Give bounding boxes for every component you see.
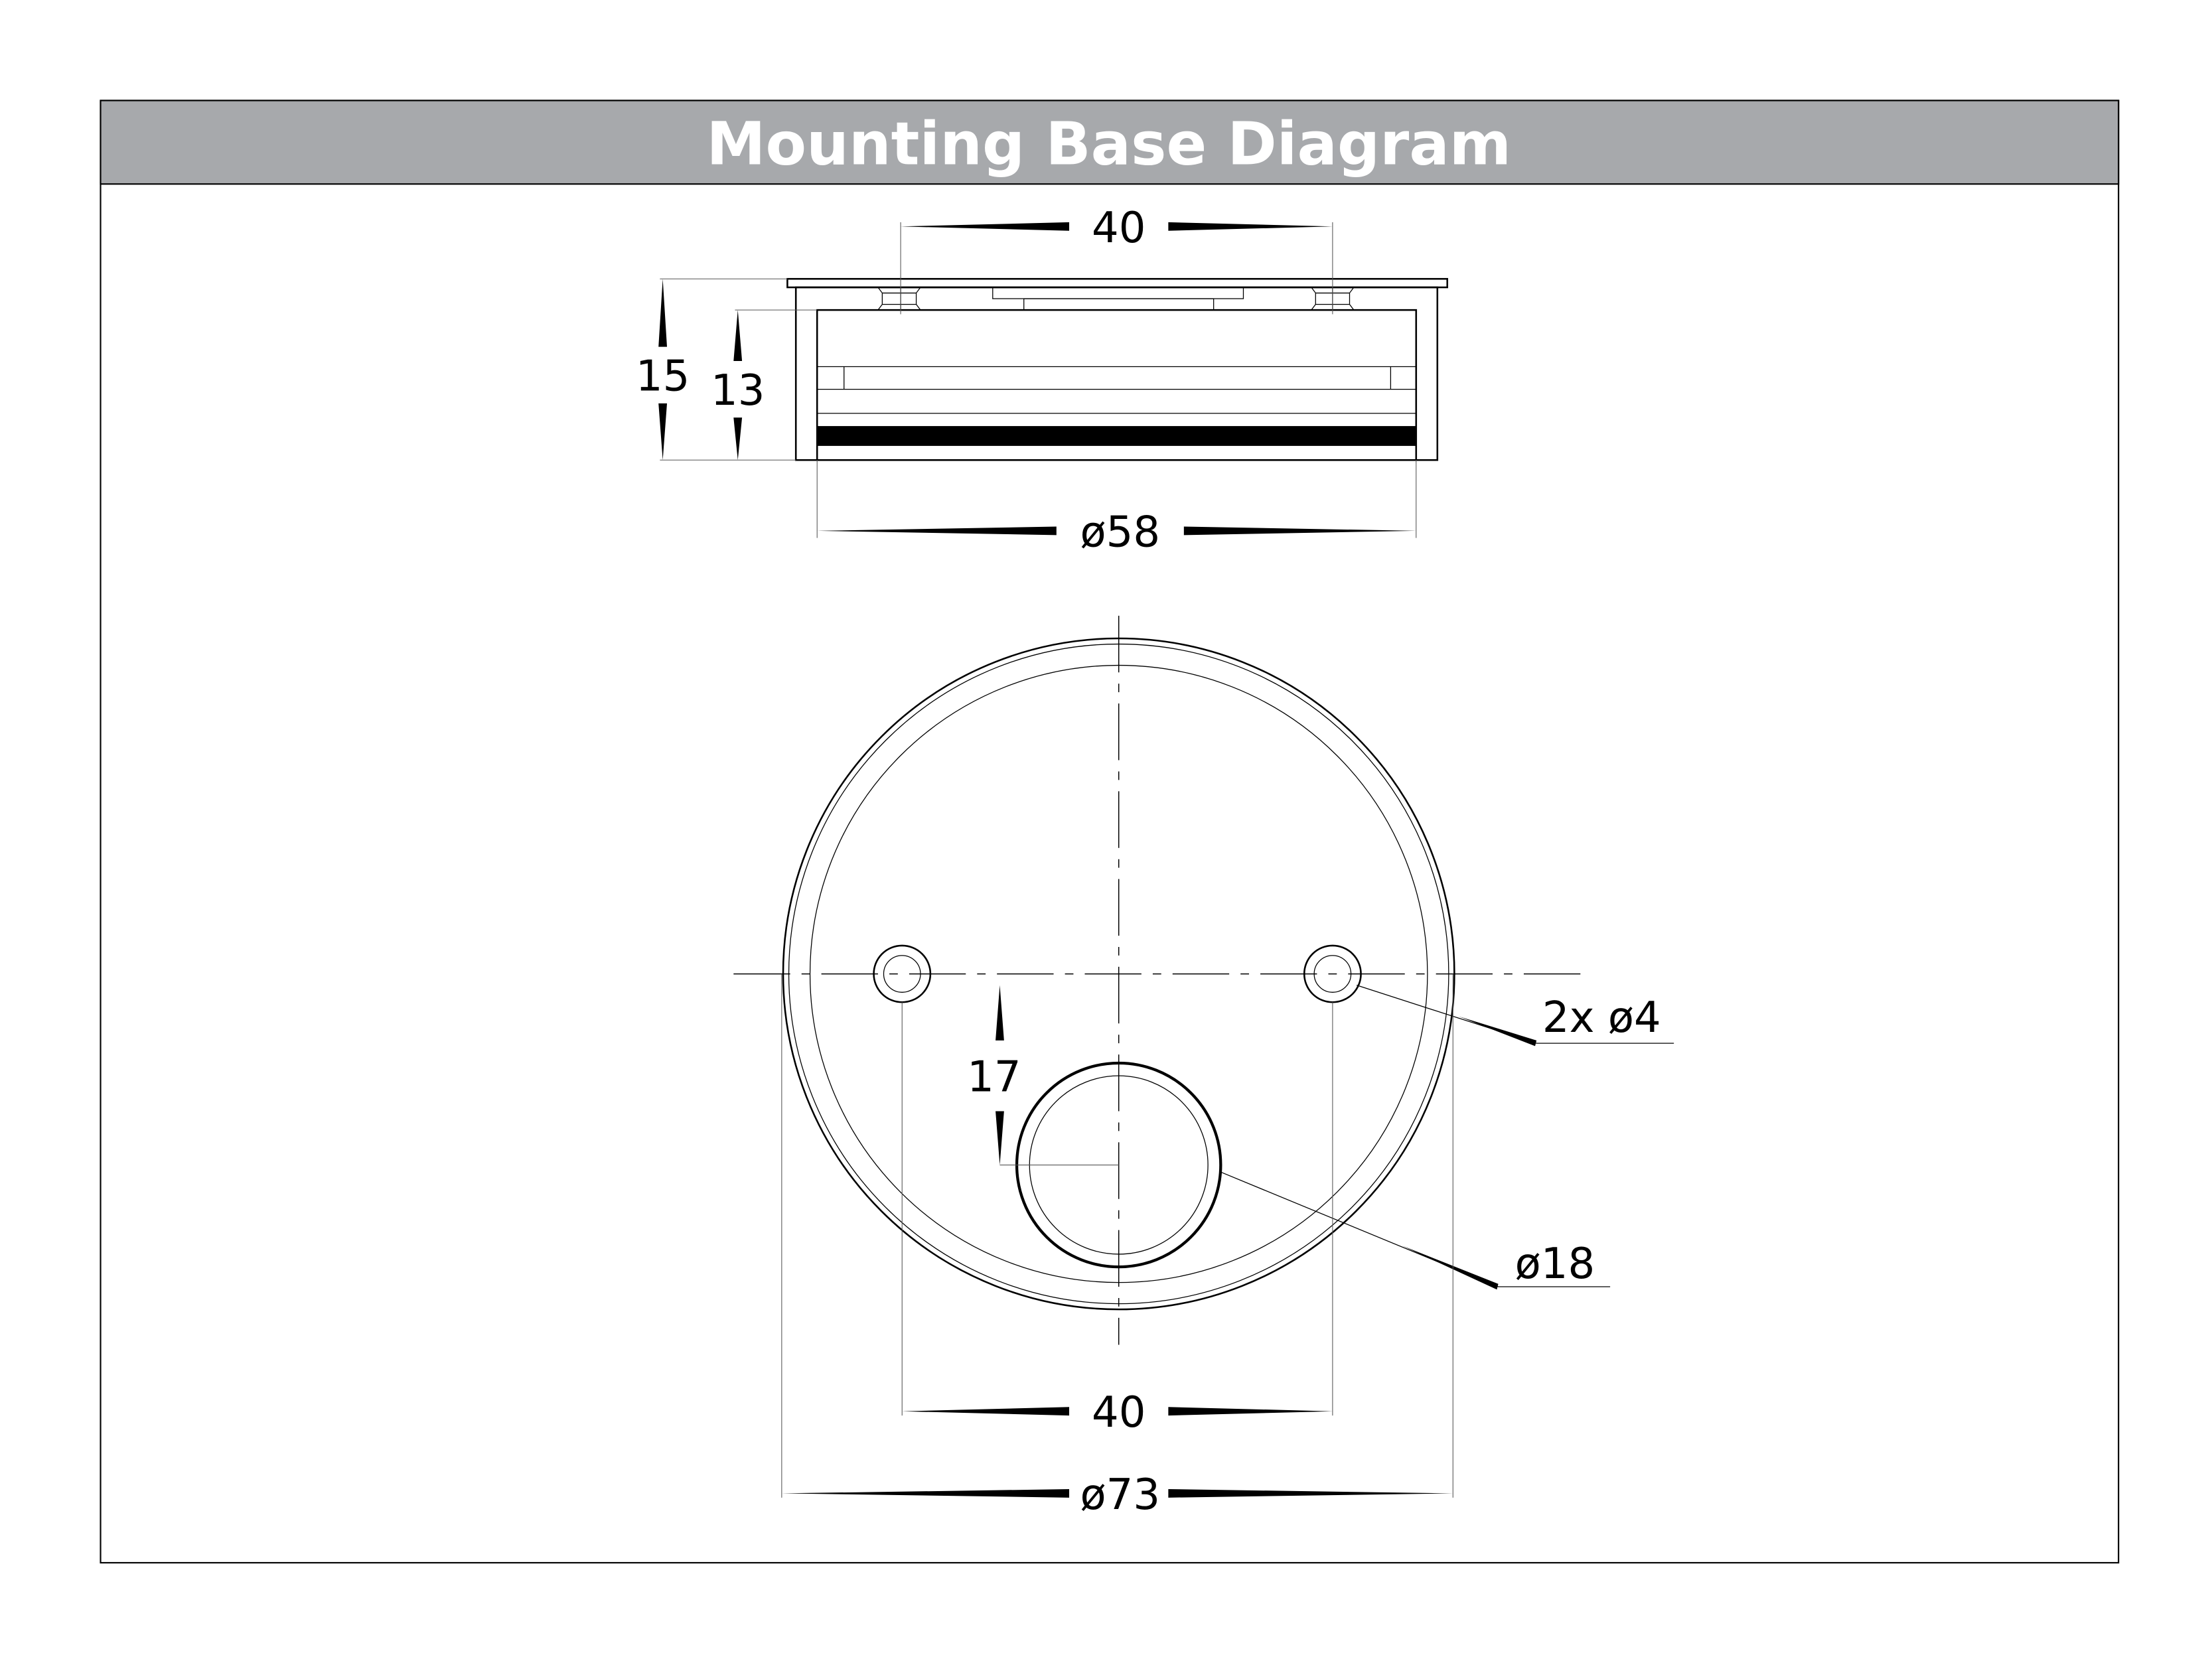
- side-body-diameter-label: ø58: [1080, 508, 1161, 557]
- plan-view: 17 2x ø4 ø18 40 ø73: [733, 615, 1674, 1520]
- center-boss-stem: [1023, 298, 1215, 311]
- side-top-width-label: 40: [1092, 204, 1145, 253]
- side-view: 40 15 13 ø58: [636, 204, 1449, 557]
- outer-diameter-label: ø73: [1080, 1471, 1161, 1520]
- hole-spacing-label: 40: [1092, 1388, 1145, 1437]
- title-bar: [100, 100, 2120, 185]
- diagram-frame: [100, 100, 2120, 1564]
- dim-arrow: [1168, 1407, 1333, 1416]
- seal-band: [817, 426, 1416, 446]
- dim-arrow: [1168, 1489, 1453, 1498]
- side-total-height-label: 15: [636, 352, 690, 401]
- mount-holes-label: 2x ø4: [1542, 993, 1661, 1043]
- dim-arrow: [733, 310, 743, 361]
- cable-hole-label: ø18: [1515, 1240, 1595, 1289]
- dim-arrow: [995, 1111, 1004, 1165]
- groove: [817, 366, 1416, 414]
- dim-arrow: [781, 1489, 1070, 1498]
- dim-arrow: [733, 417, 743, 461]
- side-body-height-label: 13: [711, 366, 765, 415]
- diagram-title: Mounting Base Diagram: [706, 109, 1511, 179]
- dim-arrow: [902, 1407, 1070, 1416]
- offset-label: 17: [967, 1053, 1021, 1102]
- dim-arrow: [1168, 222, 1333, 231]
- dim-arrow: [901, 222, 1070, 231]
- dim-arrow: [658, 403, 668, 461]
- dim-arrow: [817, 526, 1057, 536]
- dim-arrow: [995, 985, 1004, 1041]
- dim-arrow: [1183, 526, 1416, 536]
- standoff-left: [877, 287, 921, 311]
- dim-arrow: [658, 279, 668, 347]
